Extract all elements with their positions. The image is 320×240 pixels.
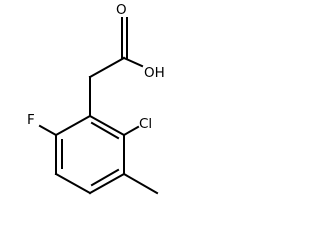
ring-inner-double-bond-top-right: [90, 121, 120, 140]
ring-methyl-bond: [122, 172, 159, 195]
ring-chlorine-bond: [122, 125, 140, 137]
ring-bond-c3-c4: [88, 172, 126, 195]
fluorine-label: F: [27, 112, 35, 128]
ring-bond-c6-c1: [54, 114, 92, 137]
carboxyl-methylene-bond: [88, 56, 126, 79]
ring-bond-c4-c5: [54, 172, 92, 195]
carbonyl-oxygen-label: O: [116, 2, 127, 18]
ring-bond-c1-c2: [88, 114, 126, 137]
ring-inner-double-bond-bottom-right: [90, 168, 120, 187]
structure-canvas: O OH F Cl: [27, 2, 165, 195]
chlorine-label: Cl: [139, 116, 152, 132]
carbon-hydroxyl-bond: [122, 56, 144, 68]
ring-fluorine-bond: [38, 124, 58, 137]
hydroxyl-label: OH: [144, 65, 165, 81]
chemical-structure-diagram: O OH F Cl: [27, 2, 165, 195]
